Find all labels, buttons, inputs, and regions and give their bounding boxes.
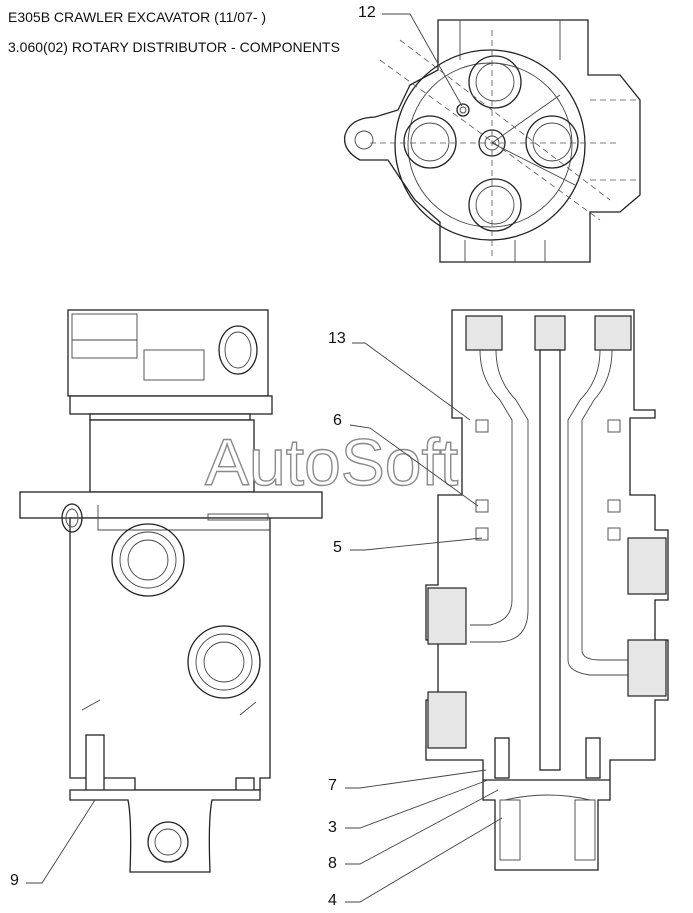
callout-label: 9 bbox=[10, 872, 19, 889]
top-view bbox=[343, 19, 641, 263]
callout-9: 9 bbox=[10, 799, 96, 889]
callout-6: 6 bbox=[333, 412, 479, 507]
callout-12: 12 bbox=[358, 4, 463, 107]
callout-label: 12 bbox=[358, 4, 376, 21]
callout-label: 7 bbox=[328, 777, 337, 794]
callout-5: 5 bbox=[333, 537, 483, 556]
watermark-text: AutoSoft bbox=[205, 425, 458, 499]
callout-7: 7 bbox=[328, 769, 487, 794]
callout-label: 3 bbox=[328, 819, 337, 836]
callout-3: 3 bbox=[328, 779, 489, 836]
callout-8: 8 bbox=[328, 789, 499, 872]
callout-4: 4 bbox=[328, 817, 503, 909]
callout-label: 13 bbox=[328, 330, 346, 347]
diagram-subtitle: 3.060(02) ROTARY DISTRIBUTOR - COMPONENT… bbox=[8, 39, 340, 55]
callout-label: 5 bbox=[333, 539, 342, 556]
callout-label: 8 bbox=[328, 855, 337, 872]
callout-13: 13 bbox=[328, 330, 471, 421]
callout-label: 6 bbox=[333, 412, 342, 429]
diagram-title: E305B CRAWLER EXCAVATOR (11/07- ) bbox=[8, 9, 267, 25]
right-section-view bbox=[425, 309, 669, 871]
left-side-view bbox=[19, 309, 323, 873]
callout-label: 4 bbox=[328, 892, 337, 909]
